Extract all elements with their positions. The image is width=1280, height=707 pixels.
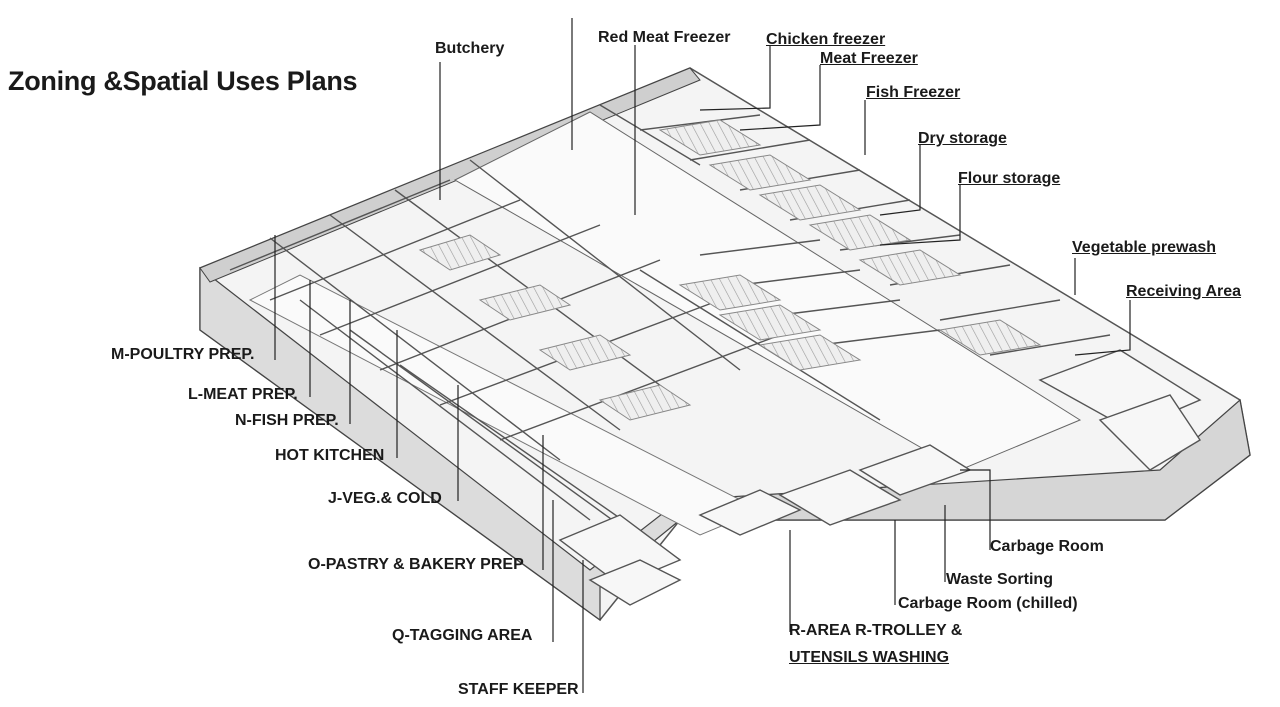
page-title: Zoning &Spatial Uses Plans	[8, 66, 358, 96]
front-rooms	[558, 514, 682, 606]
label-chicken-freezer: Chicken freezer	[766, 31, 886, 48]
leader-lines	[274, 18, 1131, 693]
label-receiving-area: Receiving Area	[1126, 283, 1242, 300]
label-dry-storage: Dry storage	[918, 130, 1007, 147]
label-fish-freezer: Fish Freezer	[866, 84, 961, 101]
label-flour-storage: Flour storage	[958, 170, 1061, 187]
label-meat-prep: L-MEAT PREP.	[188, 386, 298, 403]
label-waste-sorting: Waste Sorting	[946, 571, 1053, 588]
label-butchery: Butchery	[435, 40, 505, 57]
label-trolley-washing-line2: UTENSILS WASHING	[789, 649, 950, 666]
label-trolley-washing-line1: R-AREA R-TROLLEY &	[789, 622, 963, 639]
label-veg-cold: J-VEG.& COLD	[328, 490, 442, 507]
label-vegetable-prewash: Vegetable prewash	[1072, 239, 1217, 256]
label-pastry-bakery-prep: O-PASTRY & BAKERY PREP	[308, 556, 524, 573]
label-meat-freezer: Meat Freezer	[820, 50, 918, 67]
label-staff-keeper: STAFF KEEPER	[458, 681, 579, 698]
label-tagging-area: Q-TAGGING AREA	[392, 627, 533, 644]
label-garbage-room: Carbage Room	[990, 538, 1104, 555]
label-fish-prep: N-FISH PREP.	[235, 412, 339, 429]
label-red-meat-freezer: Red Meat Freezer	[598, 29, 731, 46]
label-hot-kitchen: HOT KITCHEN	[275, 447, 385, 464]
label-poultry-prep: M-POULTRY PREP.	[111, 346, 255, 363]
shelving	[418, 119, 1042, 421]
service-rooms	[698, 349, 1202, 536]
label-garbage-room-chilled: Carbage Room (chilled)	[898, 595, 1078, 612]
central-corridor	[453, 111, 1082, 471]
